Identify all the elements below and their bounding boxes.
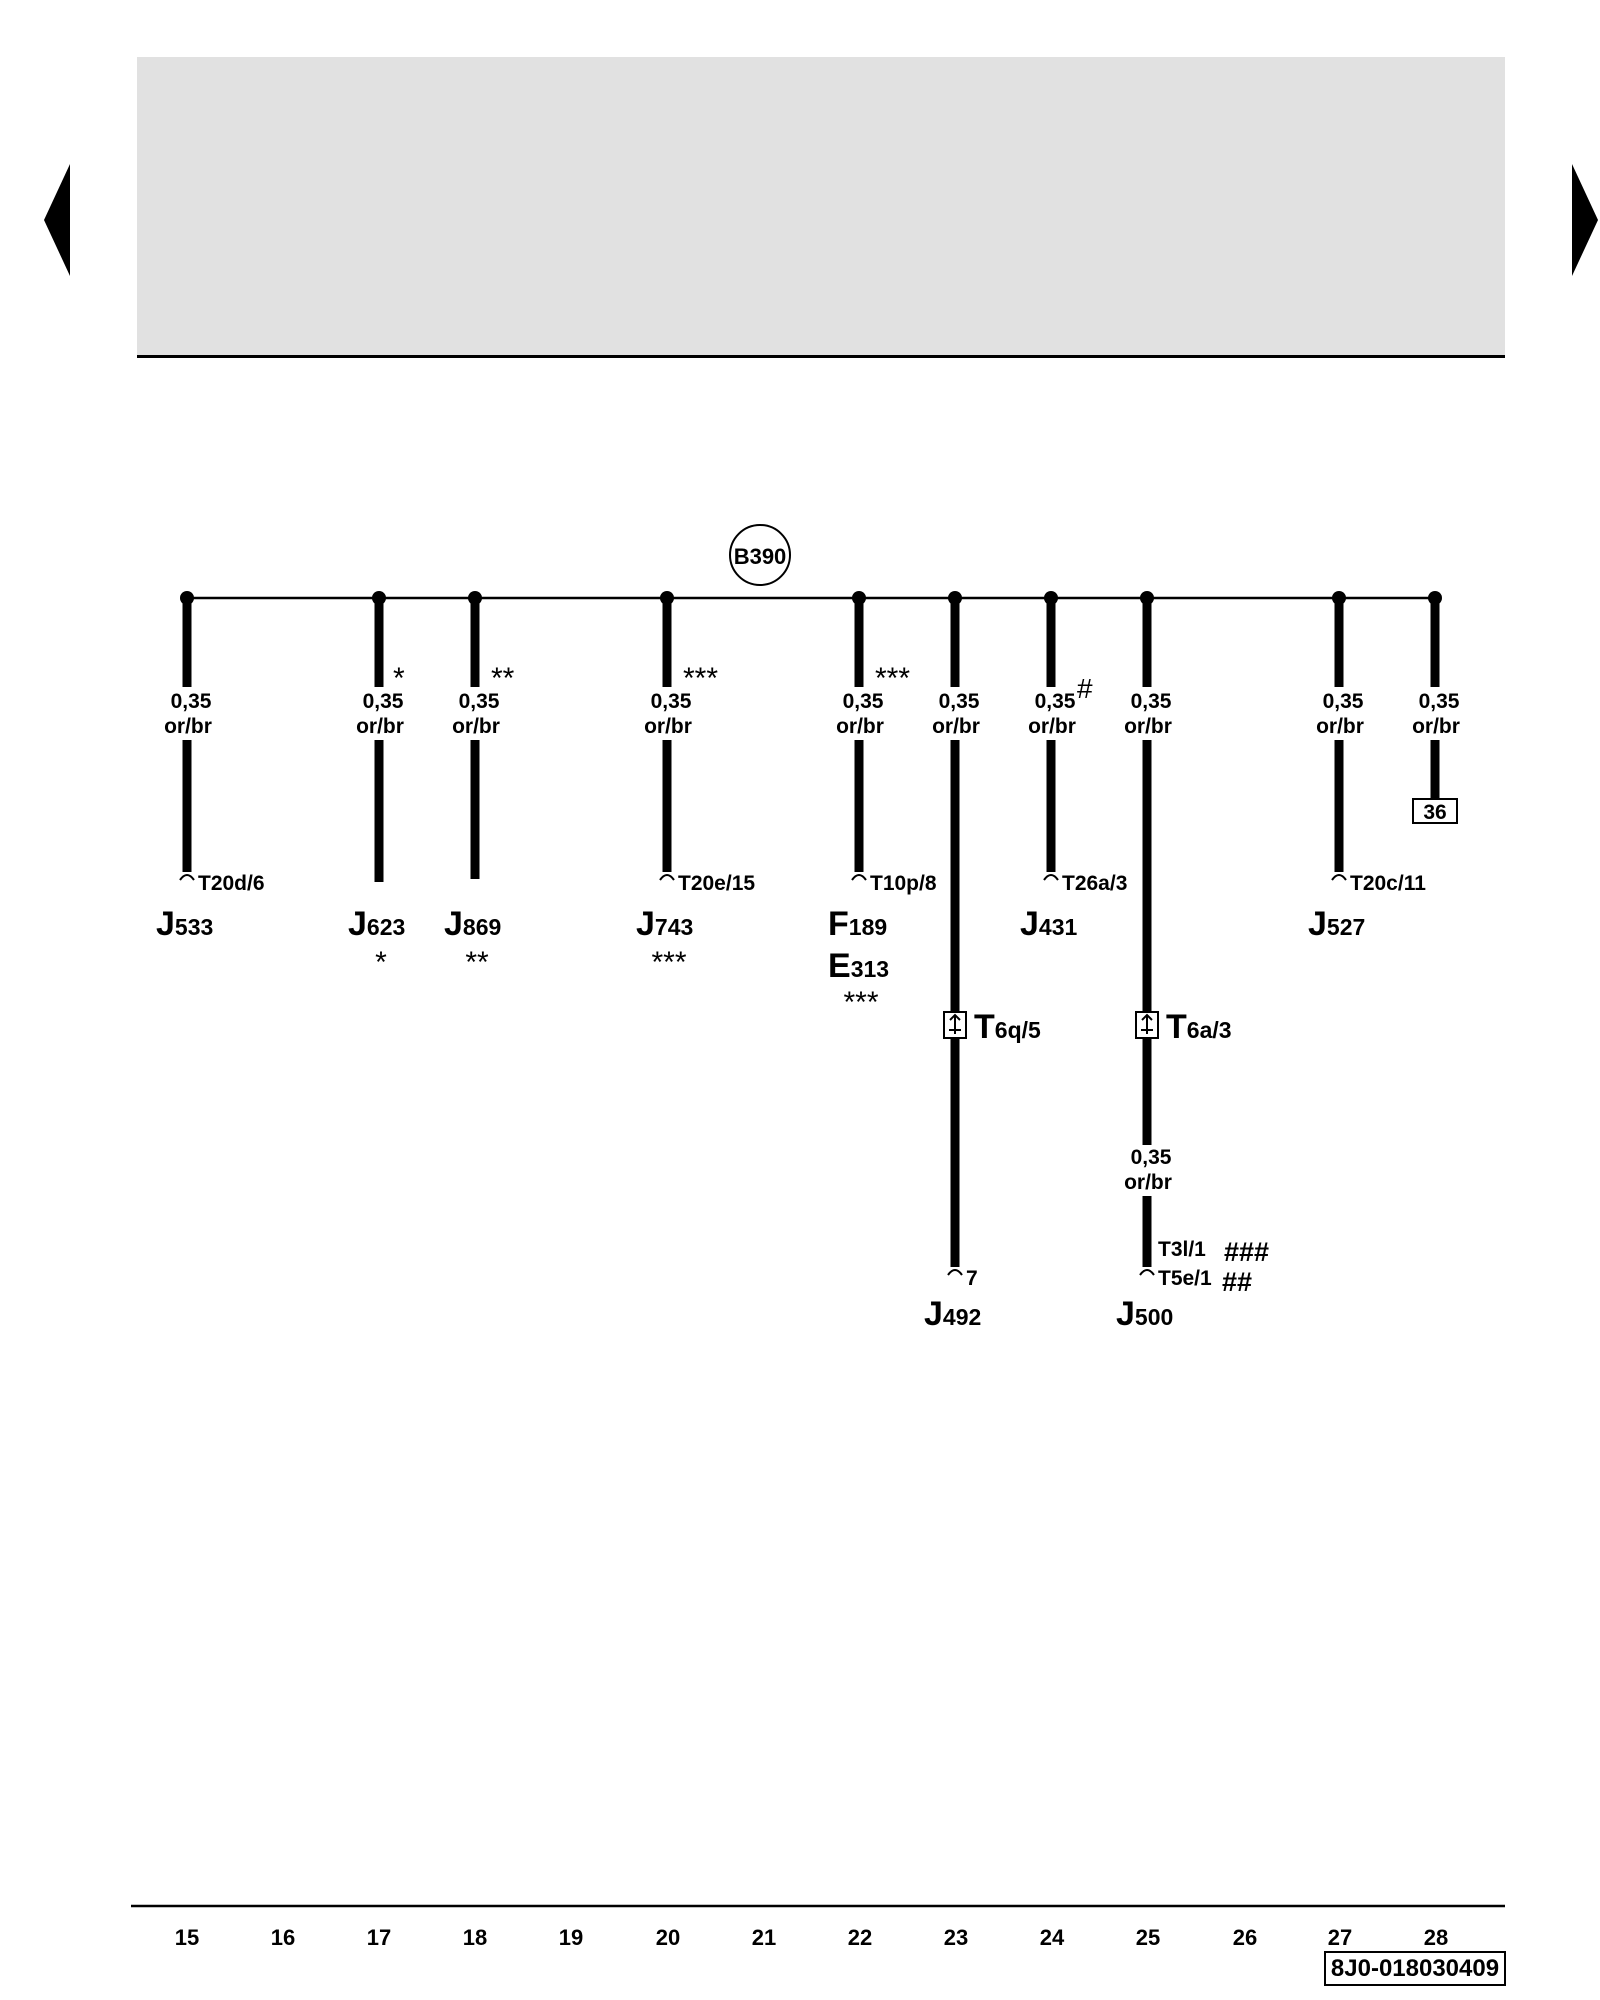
- note-mark: *: [393, 662, 405, 695]
- connector-label: T10p/8: [870, 872, 937, 895]
- ruler-number: 19: [559, 1925, 583, 1950]
- connector-label: T20c/11: [1350, 872, 1426, 895]
- wire-color-label: or/br: [1028, 715, 1076, 738]
- component-note-mark: **: [465, 946, 489, 979]
- connector-label: T20d/6: [198, 872, 265, 895]
- ground-point-label: B390: [734, 544, 787, 569]
- branch-col-18: ** 0,35 or/br J869 **: [444, 591, 515, 979]
- note-mark: ***: [683, 662, 718, 695]
- component-e313: E313: [828, 947, 889, 985]
- connector-label: T20e/15: [678, 872, 755, 895]
- connector-label: T3l/1: [1158, 1238, 1206, 1261]
- ruler-number: 16: [271, 1925, 295, 1950]
- ruler-number: 20: [656, 1925, 680, 1950]
- inline-connector-icon: [1135, 1011, 1159, 1039]
- wire-color-label: or/br: [1124, 1171, 1172, 1194]
- branch-col-24: # 0,35 or/br T26a/3 J431: [1020, 591, 1127, 943]
- branch-col-17: * 0,35 or/br J623 *: [348, 591, 405, 979]
- component-j527: J527: [1308, 905, 1365, 943]
- wire-color-label: or/br: [452, 715, 500, 738]
- connector-pin-icon: [179, 874, 195, 881]
- wire-size-label: 0,35: [171, 690, 212, 713]
- wire-color-label: or/br: [932, 715, 980, 738]
- connector-label: 7: [966, 1267, 978, 1290]
- component-j431: J431: [1020, 905, 1078, 943]
- ruler-number: 21: [752, 1925, 776, 1950]
- wire-color-label: or/br: [1316, 715, 1364, 738]
- connector-pin-icon: [659, 874, 675, 881]
- previous-page-arrow-icon[interactable]: [44, 164, 70, 276]
- connector-pin-icon: [1331, 874, 1347, 881]
- ruler-number: 17: [367, 1925, 391, 1950]
- next-page-arrow-icon[interactable]: [1572, 164, 1598, 276]
- ruler-number: 22: [848, 1925, 872, 1950]
- branch-col-25: 0,35 or/br T6a/3 0,35 or/br T3l/1 ### T5…: [1116, 591, 1269, 1333]
- branch-col-22: *** 0,35 or/br T10p/8 F189 E313 ***: [828, 591, 937, 1019]
- wire-color-label: or/br: [164, 715, 212, 738]
- ruler-number: 26: [1233, 1925, 1257, 1950]
- wire-size-label: 0,35: [1419, 690, 1460, 713]
- component-j533: J533: [156, 905, 213, 943]
- wire-color-label: or/br: [356, 715, 404, 738]
- ground-point-b390: B390: [729, 524, 791, 586]
- column-ruler: 15 16 17 18 19 20 21 22 23 24 25 26 27 2…: [175, 1925, 1448, 1950]
- branch-col-20: *** 0,35 or/br T20e/15 J743 ***: [636, 591, 755, 979]
- inline-connector-t6a-3: T6a/3: [1166, 1008, 1232, 1046]
- connector-pin-icon: [947, 1269, 963, 1276]
- component-j500: J500: [1116, 1295, 1173, 1333]
- component-note-mark: *: [375, 946, 387, 979]
- wire-size-label: 0,35: [843, 690, 884, 713]
- ruler-number: 25: [1136, 1925, 1160, 1950]
- branch-col-23: 0,35 or/br T6q/5 7 J492: [924, 591, 1041, 1333]
- inline-connector-t6q-5: T6q/5: [974, 1008, 1041, 1046]
- component-j869: J869: [444, 905, 501, 943]
- wire-color-label: or/br: [1412, 715, 1460, 738]
- component-note-mark: ***: [843, 986, 878, 1019]
- connector-pin-icon: [1139, 1269, 1155, 1276]
- note-mark: ###: [1224, 1237, 1269, 1267]
- note-mark: ##: [1222, 1267, 1252, 1297]
- component-note-mark: ***: [651, 946, 686, 979]
- wire-size-label: 0,35: [459, 690, 500, 713]
- wire-size-label: 0,35: [1131, 690, 1172, 713]
- wire-size-label: 0,35: [363, 690, 404, 713]
- ruler-number: 15: [175, 1925, 199, 1950]
- ruler-number: 23: [944, 1925, 968, 1950]
- branch-col-28: 0,35 or/br 36: [1412, 591, 1460, 824]
- continuation-reference-box[interactable]: 36: [1412, 798, 1458, 824]
- wire-size-label: 0,35: [1323, 690, 1364, 713]
- note-mark: **: [491, 662, 515, 695]
- wire-size-label: 0,35: [1035, 690, 1076, 713]
- component-j743: J743: [636, 905, 693, 943]
- wire-color-label: or/br: [644, 715, 692, 738]
- document-id: 8J0-018030409: [1324, 1951, 1506, 1986]
- note-mark: #: [1077, 673, 1093, 704]
- connector-label: T26a/3: [1062, 872, 1127, 895]
- wire-size-label: 0,35: [651, 690, 692, 713]
- ruler-number: 28: [1424, 1925, 1448, 1950]
- ruler-number: 18: [463, 1925, 487, 1950]
- connector-pin-icon: [851, 874, 867, 881]
- header-panel: [137, 57, 1505, 358]
- component-j623: J623: [348, 905, 405, 943]
- branch-col-15: 0,35 or/br T20d/6 J533: [156, 591, 265, 943]
- continuation-reference-label: 36: [1423, 801, 1446, 824]
- component-f189: F189: [828, 905, 887, 943]
- connector-label: T5e/1: [1158, 1267, 1212, 1290]
- wire-size-label: 0,35: [939, 690, 980, 713]
- connector-pin-icon: [1043, 874, 1059, 881]
- wire-color-label: or/br: [836, 715, 884, 738]
- branch-col-27: 0,35 or/br T20c/11 J527: [1308, 591, 1426, 943]
- note-mark: ***: [875, 662, 910, 695]
- component-j492: J492: [924, 1295, 981, 1333]
- ruler-number: 27: [1328, 1925, 1352, 1950]
- ruler-number: 24: [1040, 1925, 1065, 1950]
- inline-connector-icon: [943, 1011, 967, 1039]
- wire-color-label: or/br: [1124, 715, 1172, 738]
- wire-size-label: 0,35: [1131, 1146, 1172, 1169]
